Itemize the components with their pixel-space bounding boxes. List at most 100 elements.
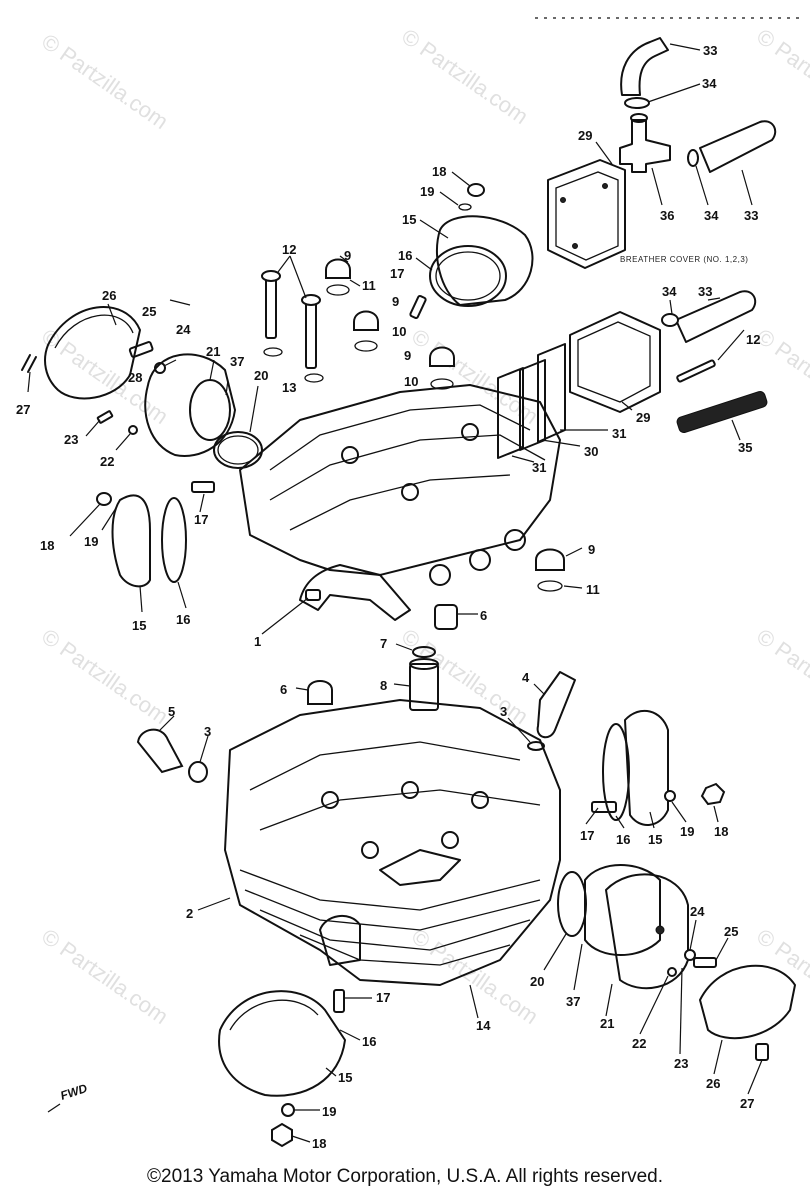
right-side-cover-assembly <box>557 864 796 1061</box>
callout: 12 <box>746 332 760 347</box>
seal-37 <box>584 864 661 956</box>
tee-cap <box>630 113 648 123</box>
watermarks: © Partzilla.com © Partzilla.com © Partzi… <box>37 24 810 1030</box>
callout: 27 <box>16 402 30 417</box>
sleeve-6 <box>434 604 458 630</box>
block-fin <box>244 889 541 931</box>
left-cover-15-16 <box>96 481 215 588</box>
hose-clip <box>687 149 699 167</box>
side-cover-26 <box>44 306 141 400</box>
cover-15 <box>218 990 346 1097</box>
stud-bolt <box>305 301 317 369</box>
head-outline <box>239 384 561 576</box>
block-ridge <box>259 789 541 831</box>
port <box>469 549 491 571</box>
head-ridge <box>269 434 546 501</box>
washer <box>458 203 472 211</box>
block-fin <box>259 909 531 951</box>
leader-lines <box>27 43 763 1143</box>
callout: 11 <box>586 582 600 597</box>
gasket-31 <box>497 367 524 459</box>
dowel-pin <box>409 294 427 320</box>
callout: 37 <box>230 354 244 369</box>
bolt-hole <box>560 197 566 203</box>
callout: 19 <box>322 1104 336 1119</box>
callout: 20 <box>254 368 268 383</box>
callout: 35 <box>738 440 752 455</box>
washer <box>354 340 378 352</box>
callout: 3 <box>204 724 211 739</box>
tube-top <box>409 658 439 670</box>
callout: 17 <box>580 828 594 843</box>
bolt-hole <box>572 243 578 249</box>
breather-tee-joint <box>619 119 671 173</box>
o-ring-7 <box>412 646 436 658</box>
lower-cover-15-16: FWD <box>47 989 346 1148</box>
watermark: © Partzilla.com <box>37 29 173 135</box>
stud-hole <box>341 446 359 464</box>
callout: 9 <box>392 294 399 309</box>
hose-33 <box>675 290 757 343</box>
o-ring-inner <box>217 435 259 465</box>
screw-27 <box>755 1043 769 1061</box>
washer <box>537 580 563 592</box>
watermark: © Partzilla.com <box>407 924 543 1030</box>
spring-35 <box>676 390 768 434</box>
o-ring <box>429 245 507 307</box>
side-cover-rim <box>54 314 134 349</box>
stud-hole <box>471 791 489 809</box>
callout: 26 <box>102 288 116 303</box>
cover-15 <box>624 710 669 826</box>
callout: 13 <box>282 380 296 395</box>
callout: 15 <box>338 1070 352 1085</box>
callout: 17 <box>194 512 208 527</box>
breather-cover-inner <box>555 171 619 261</box>
port <box>429 564 451 586</box>
cylinder-head-upper <box>239 384 565 630</box>
callout: 31 <box>612 426 626 441</box>
right-cover-15-16 <box>591 710 726 826</box>
callout: 16 <box>176 612 190 627</box>
clip-34 <box>661 313 679 327</box>
housing-21 <box>605 873 689 990</box>
callout: 1 <box>254 634 261 649</box>
stud-hole <box>361 841 379 859</box>
stud-hole <box>401 483 419 501</box>
callout: 23 <box>64 432 78 447</box>
seal-37 <box>189 379 231 441</box>
tube-8 <box>409 663 439 711</box>
plug-4 <box>536 671 576 739</box>
stud-hole <box>461 423 479 441</box>
pin-1 <box>305 589 321 601</box>
callout: 15 <box>132 618 146 633</box>
callout-numbers: 33 34 29 36 34 33 18 19 15 16 17 12 9 11… <box>16 43 760 1151</box>
washer <box>263 347 283 357</box>
head-ridge <box>269 404 531 471</box>
lower-boss <box>319 915 361 966</box>
callout: 10 <box>392 324 406 339</box>
callout: 6 <box>480 608 487 623</box>
cover-15 <box>111 494 151 588</box>
callout: 21 <box>206 344 220 359</box>
breather-cover-29 <box>569 311 661 413</box>
middle-parts <box>136 646 576 783</box>
screw-27 <box>21 354 37 373</box>
cap-nut <box>429 346 455 367</box>
callout: 17 <box>376 990 390 1005</box>
callout: 28 <box>128 370 142 385</box>
o-ring-20 <box>213 431 263 469</box>
bolt-head <box>261 270 281 282</box>
cover-rim <box>229 999 319 1031</box>
pin-17 <box>591 801 617 813</box>
watermark: © Partzilla.com <box>752 324 810 430</box>
o-ring-3 <box>527 741 545 751</box>
callout: 27 <box>740 1096 754 1111</box>
stud-hole <box>321 791 339 809</box>
callout: 34 <box>704 208 719 223</box>
stud-bolt <box>265 277 277 339</box>
callout: 24 <box>690 904 705 919</box>
housing-hole <box>655 925 665 935</box>
fwd-arrow <box>47 1103 61 1113</box>
cover-nut <box>467 183 485 197</box>
washer <box>326 284 350 296</box>
